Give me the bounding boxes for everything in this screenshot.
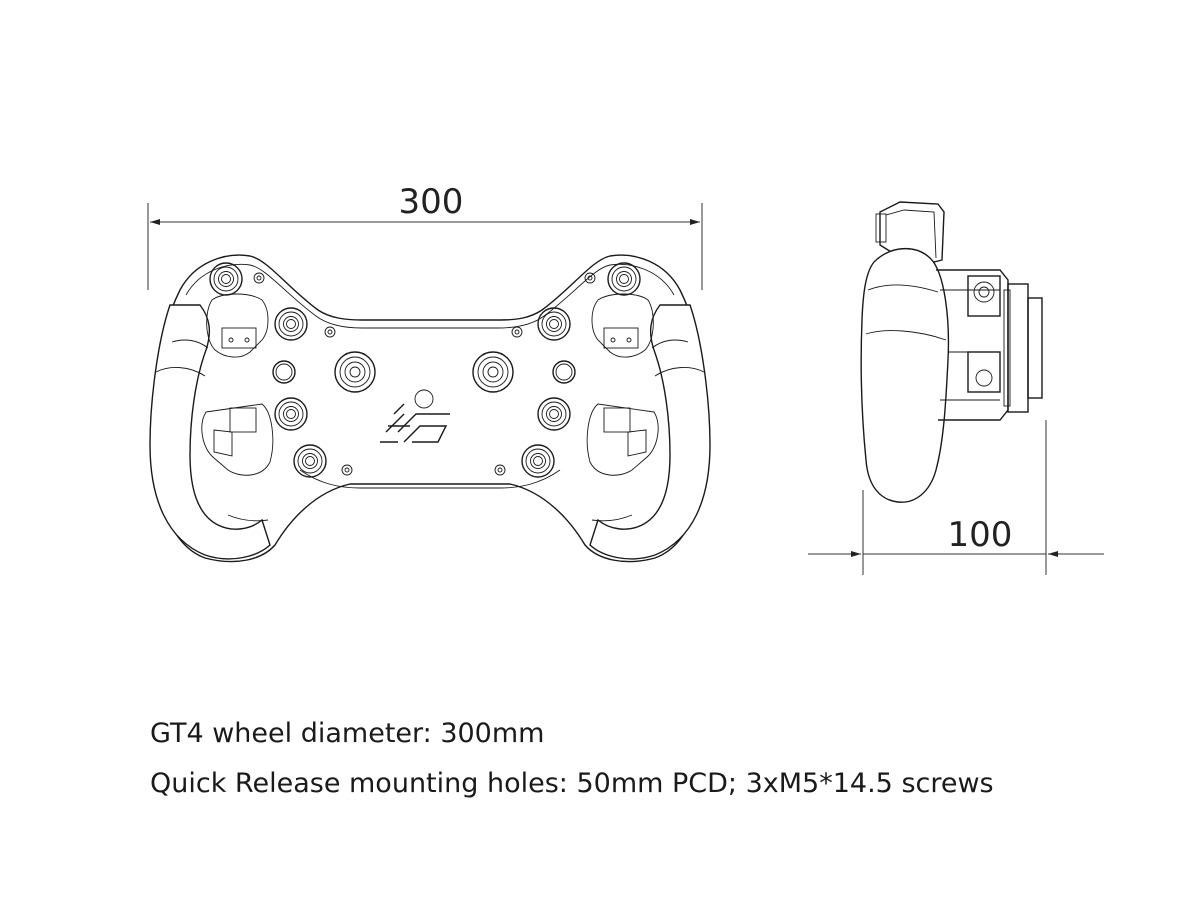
button-top-left <box>209 262 243 296</box>
depth-dimension: 100 <box>808 420 1104 575</box>
width-dimension-label: 300 <box>399 182 464 222</box>
button-left-1 <box>274 307 308 341</box>
ring-right <box>552 360 576 384</box>
button-left-3 <box>293 444 327 478</box>
caption-quick-release: Quick Release mounting holes: 50mm PCD; … <box>150 768 994 799</box>
wheel-side-view <box>860 201 1043 503</box>
button-right-3 <box>521 444 555 478</box>
button-top-right <box>607 262 641 296</box>
button-left-2 <box>274 397 308 431</box>
brand-logo-icon <box>380 403 450 443</box>
wheel-front-view <box>149 254 711 563</box>
caption-wheel-diameter: GT4 wheel diameter: 300mm <box>150 718 545 749</box>
rotary-encoder-right <box>472 351 514 393</box>
depth-dimension-label: 100 <box>948 515 1013 555</box>
button-right-1 <box>537 307 571 341</box>
button-right-2 <box>537 397 571 431</box>
width-dimension: 300 <box>147 182 703 290</box>
rotary-encoder-left <box>334 351 376 393</box>
ring-left <box>272 360 296 384</box>
